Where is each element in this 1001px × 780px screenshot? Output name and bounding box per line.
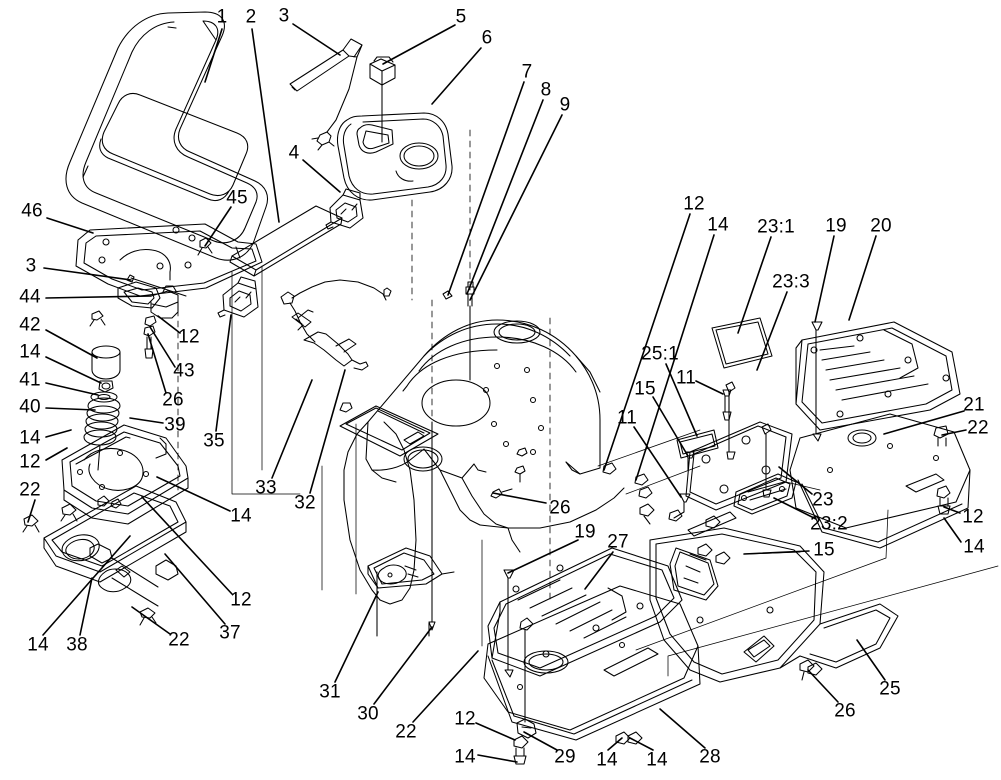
callout-14: 14: [596, 749, 618, 771]
callout-39: 39: [164, 414, 186, 436]
callout-1: 1: [216, 6, 228, 28]
part-decal-231: [711, 317, 773, 369]
part-knob-5: [369, 56, 396, 131]
callout-12: 12: [683, 193, 705, 215]
callout-8: 8: [540, 79, 552, 101]
part-seat-strip: [229, 205, 343, 277]
callout-14: 14: [707, 214, 729, 236]
callout-44: 44: [19, 286, 41, 308]
part-rod-30: [428, 421, 436, 631]
callout-14: 14: [27, 634, 49, 656]
callout-38: 38: [66, 634, 88, 656]
callout-41: 41: [19, 369, 41, 391]
part-seat-plate-46: [75, 223, 263, 297]
callout-23-3: 23:3: [772, 271, 810, 293]
callout-27: 27: [607, 531, 629, 553]
fasteners-fender: [490, 447, 528, 499]
callout-12: 12: [19, 451, 41, 473]
part-seat: [65, 11, 269, 261]
callout-14: 14: [454, 746, 476, 768]
part-decal-251: [676, 429, 719, 459]
part-screw-45: [197, 237, 213, 256]
callout-6: 6: [481, 27, 493, 49]
callout-2: 2: [245, 6, 257, 28]
callout-35: 35: [203, 430, 225, 452]
part-fender-body: [339, 319, 625, 605]
callout-12: 12: [454, 708, 476, 730]
callout-28: 28: [699, 746, 721, 768]
callout-40: 40: [19, 396, 41, 418]
callout-14: 14: [646, 749, 668, 771]
part-slide-rails-38: [22, 485, 187, 626]
callout-26: 26: [834, 700, 856, 722]
callout-43: 43: [173, 360, 195, 382]
callout-30: 30: [357, 703, 379, 725]
callout-3: 3: [25, 255, 37, 277]
callout-42: 42: [19, 314, 41, 336]
callout-22: 22: [967, 417, 989, 439]
part-bolt-3: [289, 38, 363, 151]
callout-12: 12: [178, 326, 200, 348]
callout-37: 37: [219, 622, 241, 644]
part-seat-pan-39: [61, 424, 189, 525]
callout-9: 9: [559, 94, 571, 116]
callout-45: 45: [226, 187, 248, 209]
callout-20: 20: [870, 215, 892, 237]
callout-22: 22: [19, 479, 41, 501]
callout-22: 22: [168, 629, 190, 651]
callout-11: 11: [616, 407, 638, 429]
callout-4: 4: [288, 142, 300, 164]
part-side-panel-25: [649, 527, 899, 683]
callout-25: 25: [879, 678, 901, 700]
callout-29: 29: [554, 746, 576, 768]
callout-32: 32: [294, 492, 316, 514]
callout-23-2: 23:2: [810, 513, 848, 535]
callout-23: 23: [812, 489, 834, 511]
callout-46: 46: [21, 200, 43, 222]
callout-22: 22: [395, 721, 417, 743]
callout-7: 7: [521, 61, 533, 83]
callout-12: 12: [962, 506, 984, 528]
part-switch-33: [291, 312, 312, 328]
part-bracket-4-upper: [325, 188, 364, 230]
part-screw-19: [503, 321, 823, 678]
callout-31: 31: [319, 681, 341, 703]
callout-3: 3: [278, 5, 290, 27]
callout-23-1: 23:1: [757, 216, 795, 238]
part-plate-31: [367, 547, 455, 589]
part-harness-32: [280, 279, 392, 371]
callout-15: 15: [634, 378, 656, 400]
callout-19: 19: [574, 521, 596, 543]
callout-26: 26: [162, 389, 184, 411]
callout-21: 21: [963, 394, 985, 416]
callout-25-1: 25:1: [641, 343, 679, 365]
callout-5: 5: [455, 6, 467, 28]
callout-19: 19: [825, 215, 847, 237]
part-console-6: [337, 112, 453, 201]
callout-12: 12: [230, 589, 252, 611]
part-footrest-20: [795, 321, 961, 431]
callout-14: 14: [19, 341, 41, 363]
callout-11: 11: [675, 367, 697, 389]
callout-14: 14: [19, 427, 41, 449]
callout-14: 14: [963, 536, 985, 558]
callout-26: 26: [549, 497, 571, 519]
callout-33: 33: [255, 477, 277, 499]
callout-15: 15: [813, 539, 835, 561]
part-bracket-4-lower: [217, 276, 259, 318]
callout-14: 14: [230, 505, 252, 527]
